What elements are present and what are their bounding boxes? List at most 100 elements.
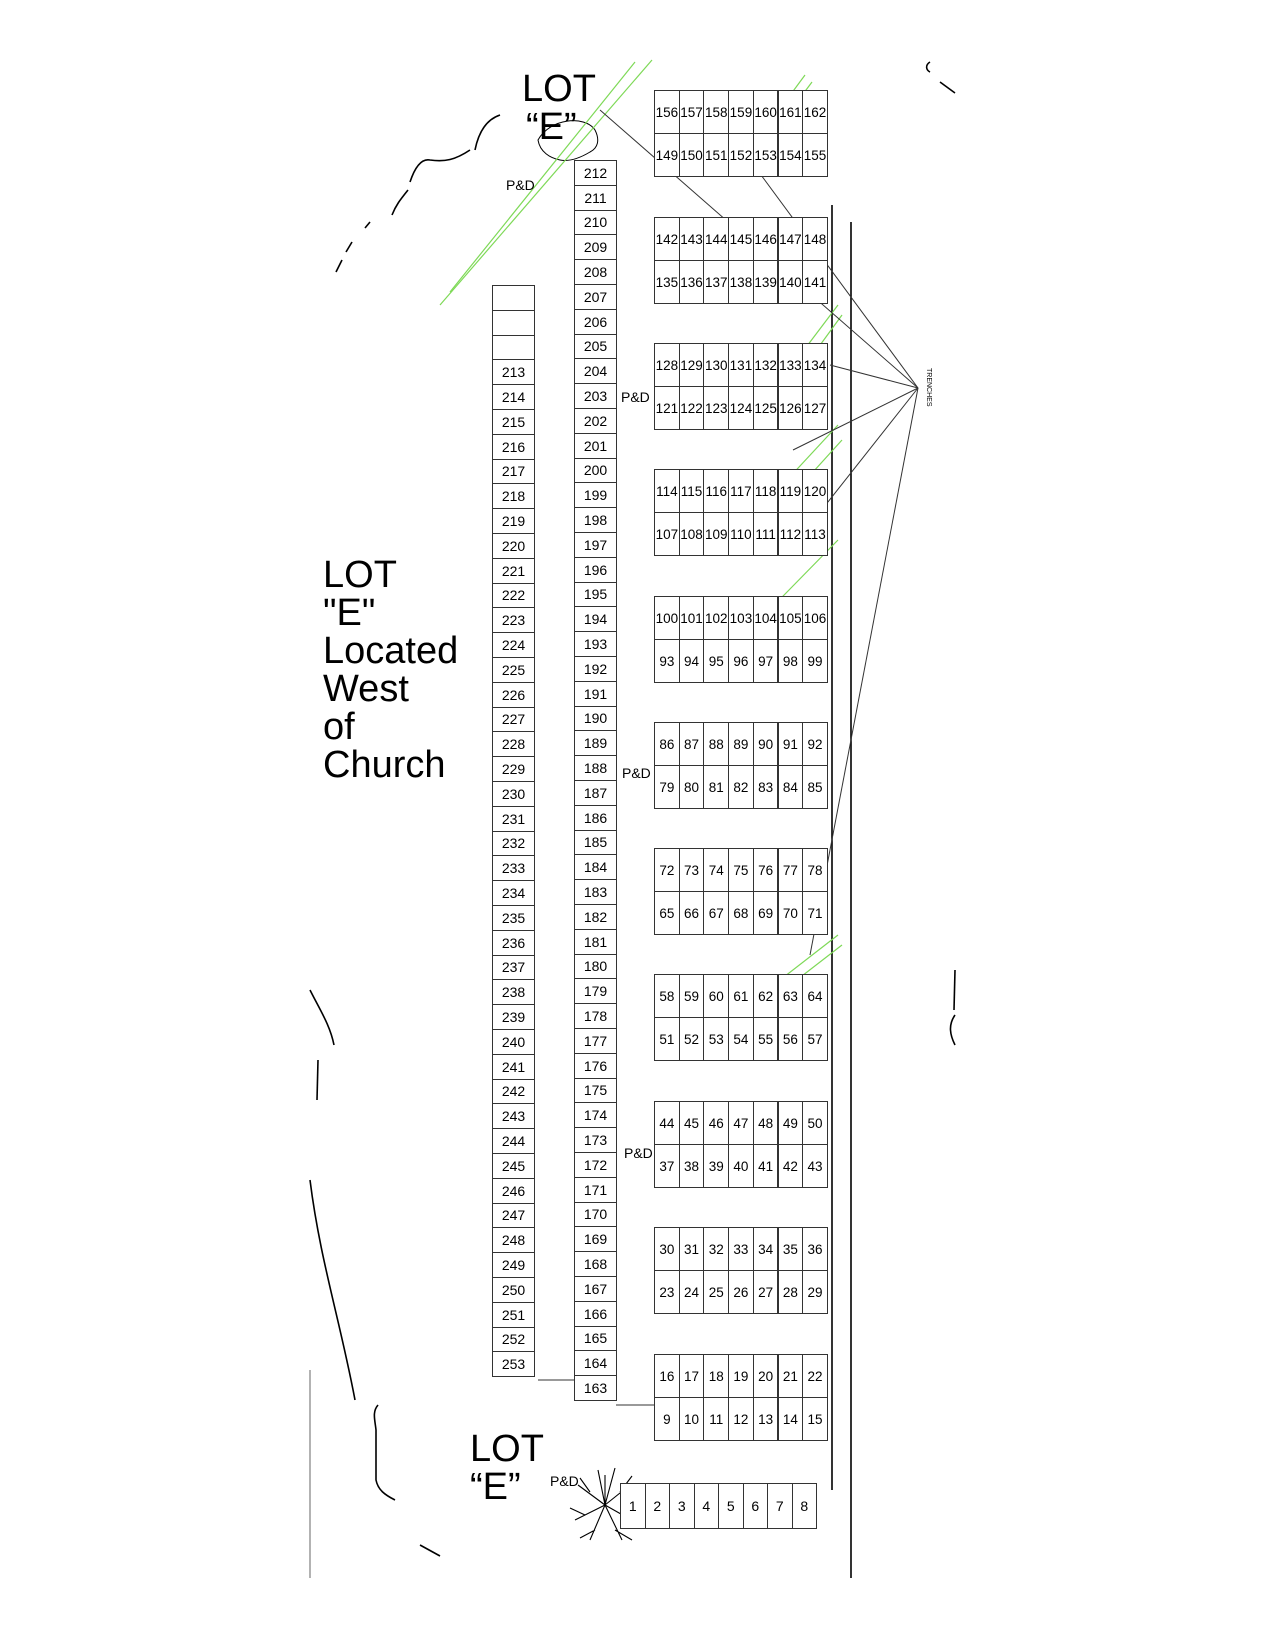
plot-cell: 21	[777, 1354, 804, 1398]
boundary-left-low	[373, 1404, 396, 1501]
plot-cell: 99	[802, 639, 828, 683]
boundary-curve-top	[474, 114, 501, 151]
plot-cell: 45	[678, 1101, 705, 1145]
plot-cell: 228	[492, 731, 535, 758]
plot-cell: 104	[752, 596, 779, 640]
trenches-label: TRENCHES	[925, 368, 932, 407]
pd-label: P&D	[622, 765, 651, 781]
plot-cell: 6	[742, 1483, 768, 1529]
plot-cell: 23	[654, 1270, 680, 1314]
plot-cell: 113	[802, 512, 828, 556]
lot-side-line-6: Church	[323, 744, 446, 786]
plot-cell: 198	[574, 507, 617, 533]
plot-cell: 201	[574, 432, 617, 459]
plot-cell: 2	[644, 1483, 670, 1529]
plot-cell: 194	[574, 606, 617, 633]
plot-cell: 177	[574, 1028, 617, 1054]
plot-cell: 146	[752, 217, 779, 261]
plot-cell: 5	[718, 1483, 744, 1529]
plot-cell: 141	[802, 260, 828, 304]
plot-cell: 32	[703, 1227, 730, 1271]
plot-cell: 179	[574, 978, 617, 1005]
plot-cell: 202	[574, 408, 617, 434]
plot-cell: 205	[574, 333, 617, 360]
plot-cell: 129	[678, 343, 705, 387]
plot-cell: 234	[492, 880, 535, 906]
plot-cell: 203	[574, 383, 617, 409]
plot-cell: 8	[791, 1483, 817, 1529]
plot-cell: 239	[492, 1004, 535, 1030]
lot-e-top-line-2: “E”	[526, 106, 577, 148]
plot-cell: 76	[752, 848, 779, 892]
plot-cell: 142	[654, 217, 680, 261]
plot-cell: 103	[728, 596, 754, 640]
plot-cell: 88	[703, 722, 730, 766]
plot-cell: 220	[492, 533, 535, 559]
plot-cell: 25	[703, 1270, 730, 1314]
plot-cell: 79	[654, 765, 680, 809]
plot-cell: 216	[492, 433, 535, 460]
plot-cell: 20	[752, 1354, 779, 1398]
plot-cell: 138	[728, 260, 754, 304]
plot-cell: 111	[752, 512, 779, 556]
plot-cell: 54	[728, 1017, 754, 1061]
plot-cell: 158	[703, 90, 730, 134]
plot-cell: 213	[492, 359, 535, 386]
pd-label: P&D	[624, 1145, 653, 1161]
plot-cell: 125	[752, 386, 779, 430]
plot-cell: 15	[802, 1397, 828, 1441]
plot-cell: 74	[703, 848, 730, 892]
plot-cell: 133	[777, 343, 804, 387]
plot-cell: 83	[752, 765, 779, 809]
plot-cell: 164	[574, 1350, 617, 1377]
plot-cell: 46	[703, 1101, 730, 1145]
plot-cell: 86	[654, 722, 680, 766]
plot-cell: 53	[703, 1017, 730, 1061]
plot-cell: 77	[777, 848, 804, 892]
plot-cell: 81	[703, 765, 730, 809]
plot-cell: 196	[574, 556, 617, 583]
plot-cell: 105	[777, 596, 804, 640]
plot-cell: 1	[620, 1483, 646, 1529]
boundary-right-2	[949, 1014, 956, 1046]
plot-cell: 22	[802, 1354, 828, 1398]
plot-cell: 119	[777, 469, 804, 513]
plot-cell: 247	[492, 1202, 535, 1229]
plot-cell: 7	[767, 1483, 793, 1529]
plot-cell: 244	[492, 1128, 535, 1154]
plot-cell: 107	[654, 512, 680, 556]
plot-cell: 161	[777, 90, 804, 134]
plot-cell: 147	[777, 217, 804, 261]
plot-cell: 17	[678, 1354, 705, 1398]
plot-cell: 73	[678, 848, 705, 892]
plot-cell: 212	[574, 160, 617, 186]
plot-cell: 173	[574, 1127, 617, 1153]
boundary-left-long	[309, 1179, 356, 1401]
plot-cell: 71	[802, 891, 828, 935]
plot-cell: 118	[752, 469, 779, 513]
plot-cell: 186	[574, 804, 617, 831]
plot-cell: 219	[492, 508, 535, 534]
plot-cell: 115	[678, 469, 705, 513]
plot-cell: 82	[728, 765, 754, 809]
plot-cell: 132	[752, 343, 779, 387]
plot-cell: 174	[574, 1102, 617, 1129]
plot-cell: 130	[703, 343, 730, 387]
plot-cell: 98	[777, 639, 804, 683]
plot-cell: 249	[492, 1252, 535, 1278]
plot-cell: 122	[678, 386, 705, 430]
plot-cell: 108	[678, 512, 705, 556]
plot-cell: 131	[728, 343, 754, 387]
plot-cell: 134	[802, 343, 828, 387]
plot-cell: 180	[574, 953, 617, 980]
plot-cell: 232	[492, 830, 535, 857]
plot-cell: 60	[703, 974, 730, 1018]
pd-label: P&D	[550, 1473, 579, 1489]
plot-cell: 159	[728, 90, 754, 134]
plot-cell: 51	[654, 1017, 680, 1061]
plot-cell: 84	[777, 765, 804, 809]
plot-cell: 95	[703, 639, 730, 683]
plot-cell: 35	[777, 1227, 804, 1271]
plot-cell: 184	[574, 854, 617, 881]
plot-cell: 250	[492, 1277, 535, 1303]
